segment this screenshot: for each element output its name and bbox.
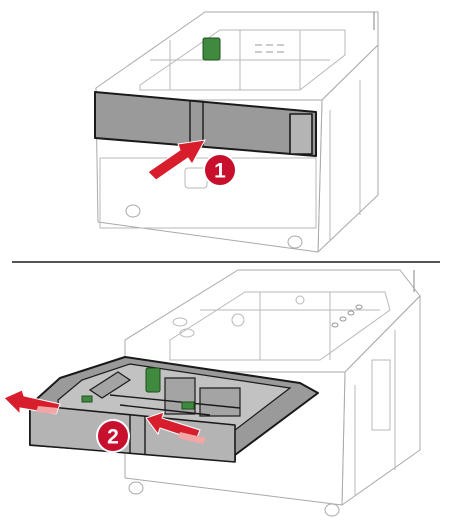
panel-step-1: 1 <box>94 11 379 253</box>
guide-latch-green-icon <box>181 401 195 410</box>
step-2-callout: 2 <box>96 419 130 453</box>
latch-green-icon <box>202 37 221 61</box>
tray-front-highlight <box>94 91 317 157</box>
panel-step-2: 2 <box>3 269 421 517</box>
arrow-left-icon <box>3 389 61 416</box>
tray-latch-green-icon <box>145 367 161 393</box>
step-1-label: 1 <box>214 160 226 183</box>
arrow-left-icon <box>147 139 206 181</box>
step-2-label: 2 <box>107 426 119 449</box>
step-1-callout: 1 <box>203 153 237 187</box>
arrow-right-icon <box>145 411 206 444</box>
